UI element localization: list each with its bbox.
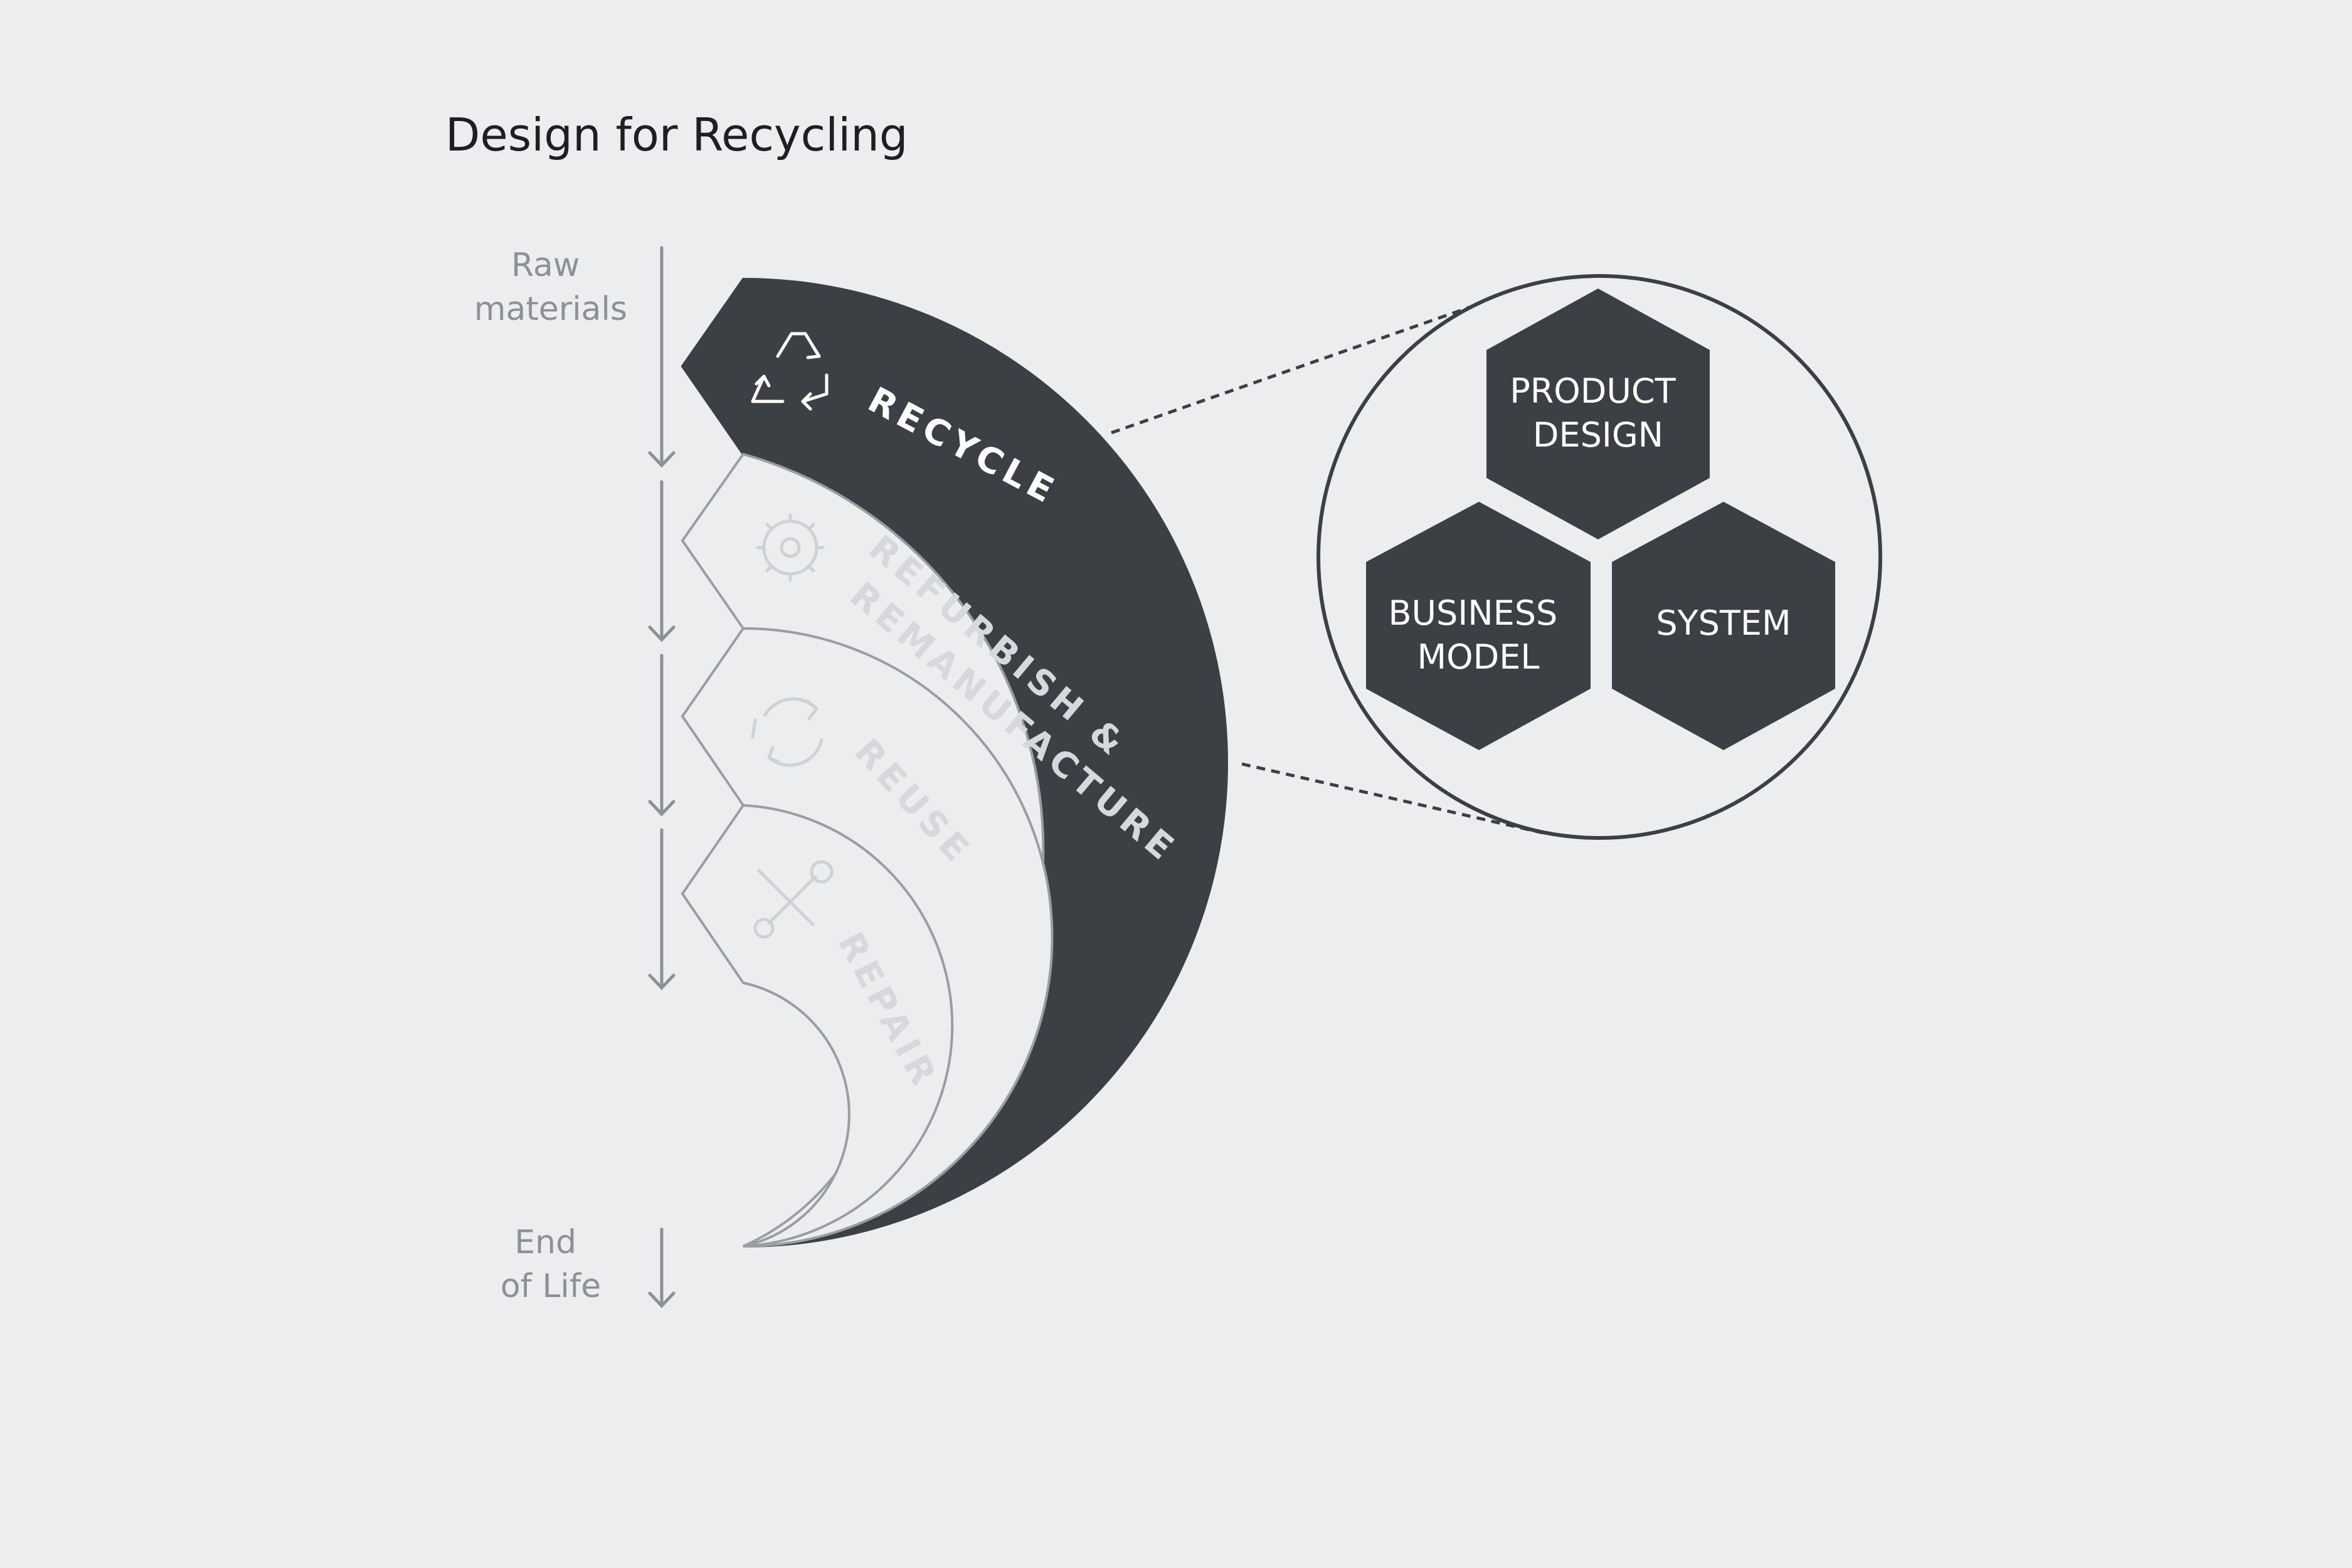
zoom-connector-bottom [1241, 762, 1544, 835]
zoom-connector-top [1111, 293, 1506, 435]
hexagon-product-design[interactable]: PRODUCT DESIGN [1486, 289, 1710, 539]
stage-reuse[interactable]: REUSE [681, 627, 1054, 1248]
cycle-arrows-icon [751, 697, 824, 767]
recycle-icon [751, 332, 829, 411]
hexagon-system[interactable]: SYSTEM [1612, 502, 1835, 750]
stage-recycle[interactable]: RECYCLE [681, 277, 1228, 1248]
stage-repair[interactable]: REPAIR [681, 803, 954, 1248]
stage-bands: RECYCLE REFURBISH & REMANUFACTURE [681, 277, 1228, 1248]
timeline-arrow [648, 480, 675, 642]
raw-materials-label: Raw materials [474, 246, 627, 328]
gear-icon [756, 513, 825, 582]
timeline-arrow [648, 1227, 675, 1308]
timeline-arrows [648, 246, 675, 1308]
timeline-arrow [648, 246, 675, 468]
svg-text:SYSTEM: SYSTEM [1656, 603, 1791, 643]
timeline-arrow [648, 654, 675, 817]
svg-text:BUSINESS MODEL: BUSINESS MODEL [1388, 593, 1568, 677]
tools-icon [753, 860, 834, 939]
timeline-arrow [648, 828, 675, 990]
end-of-life-label: End of Life [501, 1224, 601, 1305]
zoom-circle: PRODUCT DESIGN BUSINESS MODEL SYSTEM [1316, 274, 1882, 840]
diagram-title: Design for Recycling [445, 109, 908, 161]
hexagon-business-model[interactable]: BUSINESS MODEL [1366, 502, 1591, 750]
svg-text:PRODUCT DESIGN: PRODUCT DESIGN [1510, 371, 1687, 455]
